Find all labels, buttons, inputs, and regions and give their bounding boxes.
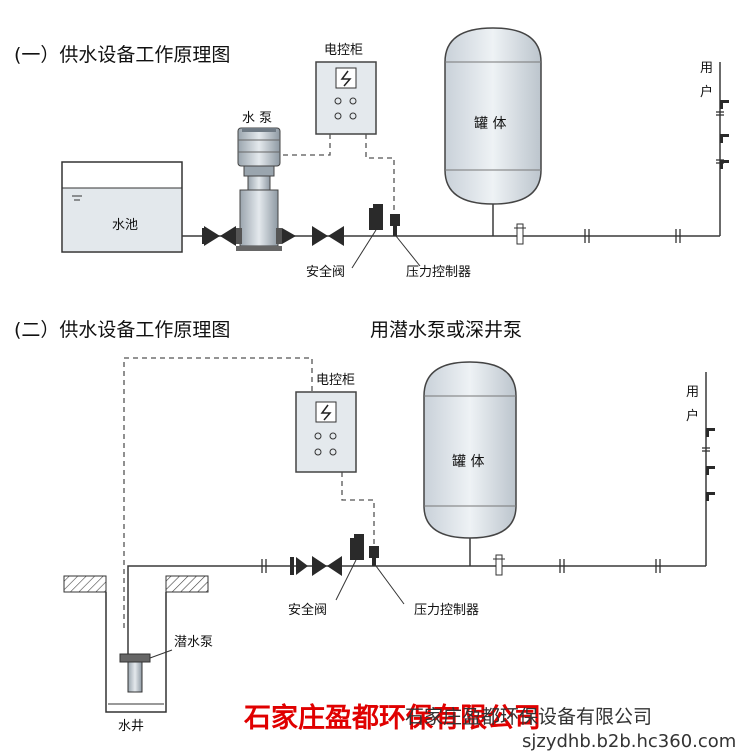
user-label-2-top: 用 [686, 385, 699, 400]
pressure-controller-1-label: 压力控制器 [406, 265, 471, 280]
gate-valve-1a [202, 226, 236, 246]
check-valve-2 [290, 557, 308, 575]
diagram2-subtitle: 用潜水泵或深井泵 [370, 319, 522, 341]
pool-label: 水池 [112, 218, 138, 233]
safety-valve-2-label: 安全阀 [288, 602, 327, 618]
control-cabinet-1 [315, 61, 377, 135]
pressure-gauge-2 [493, 554, 505, 576]
leader-lines-1 [351, 229, 421, 269]
submersible-pump-label: 潜水泵 [174, 635, 213, 650]
tank-2-label: 罐 体 [452, 454, 484, 470]
signal-wires-2 [123, 357, 375, 628]
safety-valve-1 [369, 204, 383, 230]
user-taps-2 [706, 428, 715, 501]
control-cabinet-1-label: 电控柜 [324, 43, 363, 58]
control-cabinet-2 [295, 391, 357, 473]
pressure-gauge-1 [514, 223, 526, 245]
water-pool [61, 161, 183, 253]
pressure-tank-2 [423, 361, 517, 539]
user-label-2-bottom: 户 [686, 408, 699, 424]
well-label: 水井 [118, 719, 144, 734]
check-valve-1 [282, 228, 296, 244]
user-taps-1 [720, 100, 729, 169]
pipe-joints-1 [584, 111, 724, 243]
gate-valve-2 [312, 556, 342, 576]
diagram1-title: (一）供水设备工作原理图 [14, 44, 230, 66]
tank-1-label: 罐 体 [474, 116, 506, 132]
pipe-joints-2 [261, 447, 710, 573]
watermark-company: 石家庄盈都环保设备有限公司 [405, 706, 652, 728]
company-name: 石家庄盈都环保有限公司 [243, 702, 541, 734]
pressure-controller-2-label: 压力控制器 [414, 603, 479, 618]
diagram2-title: (二）供水设备工作原理图 [14, 319, 230, 341]
gate-valve-1b [312, 226, 344, 246]
user-label-1-top: 用 [700, 61, 713, 76]
safety-valve-1-label: 安全阀 [306, 264, 345, 280]
safety-valve-2 [350, 534, 364, 560]
vertical-pump [236, 127, 282, 251]
user-label-1-bottom: 户 [700, 84, 713, 100]
signal-wires-1 [282, 134, 395, 210]
submersible-pump [119, 606, 173, 693]
pump-label: 水 泵 [242, 111, 272, 126]
control-cabinet-2-label: 电控柜 [316, 373, 355, 388]
watermark-url: sjzydhb.b2b.hc360.com [522, 731, 736, 752]
leader-lines-2 [335, 559, 405, 605]
pressure-tank-1 [444, 27, 542, 205]
main-pipe-2 [127, 372, 707, 606]
pressure-controller-2 [369, 546, 379, 566]
pressure-controller-1 [390, 214, 400, 236]
